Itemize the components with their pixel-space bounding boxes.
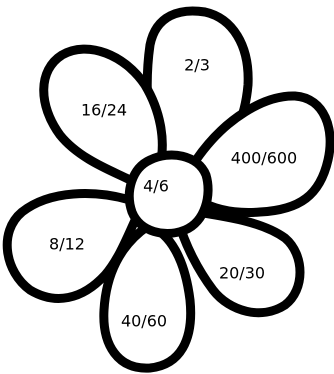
- petal-label-top: 2/3: [184, 56, 210, 75]
- petal-label-lower-right: 20/30: [219, 264, 265, 283]
- petal-label-left: 8/12: [49, 235, 85, 254]
- petal-label-bottom: 40/60: [121, 312, 167, 331]
- center-label: 4/6: [143, 177, 169, 196]
- petal-label-right: 400/600: [231, 149, 297, 168]
- petal-label-upper-left: 16/24: [81, 101, 127, 120]
